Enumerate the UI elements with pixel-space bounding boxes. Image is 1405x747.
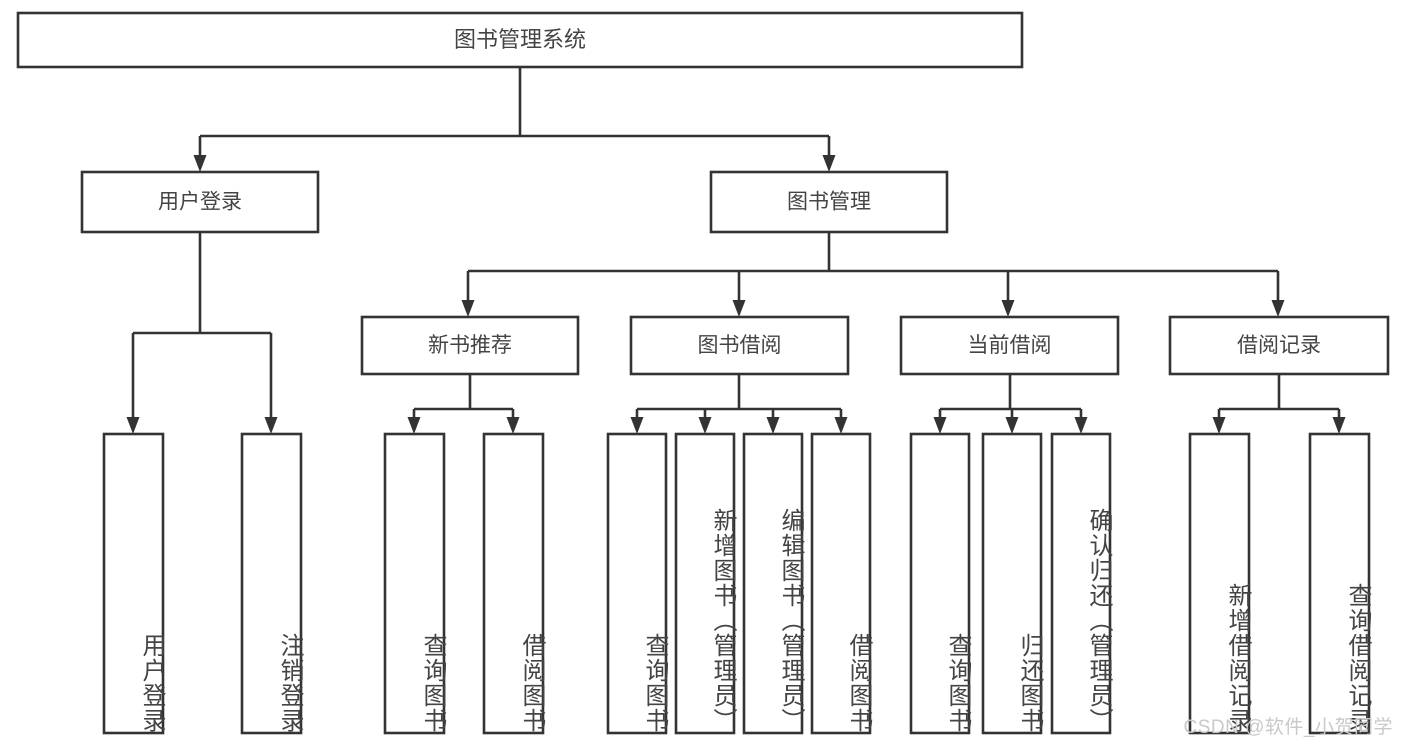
node-box[interactable] xyxy=(1168,315,1390,376)
node-box[interactable] xyxy=(102,432,165,735)
node-box[interactable] xyxy=(1308,432,1371,735)
node-box[interactable] xyxy=(16,11,1024,69)
node-leaf-borrow-book[interactable] xyxy=(810,432,872,735)
node-box[interactable] xyxy=(709,170,949,234)
node-leaf-add-borrow-record[interactable] xyxy=(1188,432,1251,735)
node-label: 借阅记录 xyxy=(1237,334,1321,357)
node-root[interactable] xyxy=(16,11,1024,69)
node-leaf-query-book-current[interactable] xyxy=(909,432,971,735)
arrow-head-icon xyxy=(126,417,140,434)
node-new-book-rec[interactable] xyxy=(360,315,580,376)
node-leaf-confirm-return-admin[interactable] xyxy=(1050,432,1112,735)
nodes-layer xyxy=(16,11,1390,735)
node-leaf-user-logout[interactable] xyxy=(240,432,303,735)
node-leaf-query-book-borrow[interactable] xyxy=(606,432,668,735)
node-leaf-edit-book-admin[interactable] xyxy=(742,432,804,735)
node-leaf-query-borrow-record[interactable] xyxy=(1308,432,1371,735)
node-user-login[interactable] xyxy=(80,170,320,234)
node-box[interactable] xyxy=(742,432,804,735)
arrow-head-icon xyxy=(1271,300,1285,317)
arrow-head-icon xyxy=(1212,417,1226,434)
arrow-head-icon xyxy=(1074,417,1088,434)
node-box[interactable] xyxy=(629,315,850,376)
node-book-manage[interactable] xyxy=(709,170,949,234)
arrow-head-icon xyxy=(822,155,836,172)
node-leaf-query-book-rec[interactable] xyxy=(383,432,446,735)
arrow-head-icon xyxy=(1001,300,1015,317)
node-box[interactable] xyxy=(360,315,580,376)
node-box[interactable] xyxy=(1188,432,1251,735)
node-label: 新书推荐 xyxy=(428,334,512,357)
node-box[interactable] xyxy=(909,432,971,735)
node-label: 图书管理系统 xyxy=(454,27,586,52)
watermark: CSDN @软件_小贺同学 xyxy=(1183,717,1393,738)
node-leaf-return-book[interactable] xyxy=(981,432,1043,735)
node-box[interactable] xyxy=(240,432,303,735)
arrow-head-icon xyxy=(766,417,780,434)
arrow-head-icon xyxy=(407,417,421,434)
node-leaf-borrow-book-rec[interactable] xyxy=(482,432,545,735)
arrow-head-icon xyxy=(506,417,520,434)
arrow-head-icon xyxy=(1005,417,1019,434)
node-label: 图书借阅 xyxy=(698,334,782,357)
arrow-head-icon xyxy=(732,300,746,317)
arrow-head-icon xyxy=(834,417,848,434)
arrow-head-icon xyxy=(461,300,475,317)
node-borrow-record[interactable] xyxy=(1168,315,1390,376)
node-box[interactable] xyxy=(981,432,1043,735)
arrow-head-icon xyxy=(933,417,947,434)
node-box[interactable] xyxy=(606,432,668,735)
node-label: 当前借阅 xyxy=(968,334,1052,357)
arrow-head-icon xyxy=(193,155,207,172)
node-box[interactable] xyxy=(80,170,320,234)
node-box[interactable] xyxy=(1050,432,1112,735)
node-current-borrow[interactable] xyxy=(899,315,1120,376)
node-leaf-add-book-admin[interactable] xyxy=(674,432,736,735)
node-label: 用户登录 xyxy=(158,191,242,214)
arrow-head-icon xyxy=(698,417,712,434)
connectors-layer xyxy=(126,67,1346,434)
arrow-head-icon xyxy=(630,417,644,434)
node-box[interactable] xyxy=(674,432,736,735)
node-box[interactable] xyxy=(899,315,1120,376)
node-box[interactable] xyxy=(482,432,545,735)
node-label: 图书管理 xyxy=(787,191,871,214)
node-leaf-user-login[interactable] xyxy=(102,432,165,735)
arrow-head-icon xyxy=(264,417,278,434)
arrow-head-icon xyxy=(1332,417,1346,434)
node-box[interactable] xyxy=(810,432,872,735)
node-box[interactable] xyxy=(383,432,446,735)
node-book-borrow[interactable] xyxy=(629,315,850,376)
